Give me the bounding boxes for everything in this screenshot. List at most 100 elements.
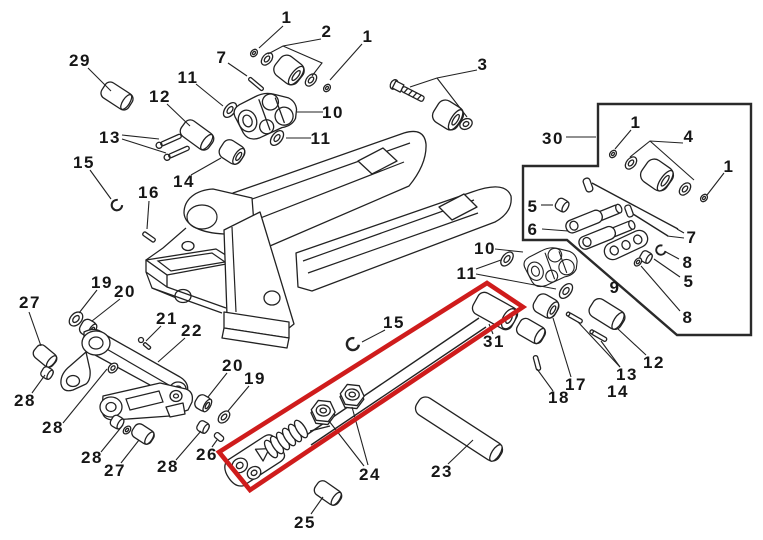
inset-box-30: [521, 102, 753, 337]
part-label-11: 11: [457, 264, 478, 283]
part-label-19: 19: [91, 273, 113, 292]
part-label-25: 25: [294, 513, 316, 532]
leader-line-25: [310, 496, 324, 515]
pin-16: [142, 231, 156, 243]
sleeve-ring-2b: [304, 73, 318, 87]
part-label-13: 13: [99, 128, 121, 147]
pin-21: [137, 336, 152, 350]
part-label-18: 18: [548, 388, 570, 407]
leader-line-13: [577, 321, 621, 368]
leader-line-29: [87, 67, 112, 92]
part-label-7: 7: [687, 228, 698, 247]
steering-rocker-10b: [523, 247, 578, 288]
leader-line-13: [121, 134, 160, 140]
ring-19b: [217, 410, 231, 424]
washer-1b: [322, 83, 332, 93]
part-label-16: 16: [138, 183, 160, 202]
support-pin-14c: [589, 329, 608, 342]
part-label-4: 4: [684, 127, 695, 146]
part-label-1: 1: [282, 8, 293, 27]
part-label-6: 6: [528, 220, 539, 239]
part-label-12: 12: [643, 353, 665, 372]
leader-line-24: [328, 420, 365, 467]
bolt-3: [389, 79, 425, 102]
leader-line-26: [211, 439, 218, 448]
leader-line-6: [541, 228, 569, 232]
pin-26: [213, 431, 225, 443]
part-label-28: 28: [157, 457, 179, 476]
support-pin-13b: [163, 145, 190, 161]
leader-line-12: [166, 103, 191, 127]
sleeve-ring-4b: [678, 182, 692, 196]
steering-roller-4: [639, 158, 675, 192]
part-label-10: 10: [474, 239, 496, 258]
pin-27b: [131, 423, 155, 445]
leader-line-8: [640, 265, 681, 312]
part-label-11: 11: [178, 68, 199, 87]
support-pin-13c: [565, 311, 583, 324]
pin-12b: [588, 297, 626, 331]
part-label-29: 29: [69, 51, 91, 70]
leader-line-3: [436, 77, 468, 118]
part-label-11: 11: [311, 129, 332, 148]
part-label-9: 9: [610, 278, 621, 297]
washer-1c: [608, 149, 618, 159]
retaining-clip-8a: [653, 243, 668, 258]
leader-line-19: [227, 385, 250, 412]
part-label-10: 10: [322, 103, 344, 122]
leader-line-2: [282, 45, 323, 77]
leader-line-13: [600, 340, 621, 368]
bushing-17: [532, 293, 560, 319]
leader-line-2: [267, 38, 322, 55]
part-label-8: 8: [683, 308, 694, 327]
part-label-21: 21: [156, 309, 178, 328]
part-label-31: 31: [483, 332, 505, 351]
bushing-5a: [554, 197, 570, 213]
bushing-20b: [194, 394, 213, 413]
part-label-5: 5: [528, 197, 539, 216]
part-label-28: 28: [14, 391, 36, 410]
hex-nut-24a: [338, 383, 366, 410]
cotter-pin-7a: [247, 76, 265, 92]
nut-3: [459, 117, 473, 131]
leader-line-17: [552, 317, 572, 378]
leader-line-14: [190, 157, 222, 176]
leader-line-27: [28, 311, 42, 347]
link-plate-9: [603, 229, 649, 261]
adjust-rod-7d: [632, 213, 669, 237]
pallet-truck-frame: [145, 130, 512, 349]
leader-line-19: [78, 289, 98, 314]
part-label-3: 3: [478, 55, 489, 74]
spring-coil: [263, 419, 309, 459]
leader-line-20: [91, 298, 121, 322]
leader-line-16: [146, 200, 150, 230]
part-label-24: 24: [359, 465, 381, 484]
bushing-28a: [40, 366, 54, 380]
fork-upper-hole: [357, 147, 398, 175]
leader-line-11: [475, 259, 502, 270]
part-label-22: 22: [181, 321, 203, 340]
adjust-rod-7c: [591, 182, 679, 230]
leader-line-3: [409, 69, 478, 88]
hex-nut-24b: [309, 399, 337, 426]
retaining-clip-15a: [108, 197, 125, 214]
part-label-30: 30: [542, 129, 564, 148]
steering-roller-3: [431, 99, 465, 131]
part-label-1: 1: [724, 157, 735, 176]
leader-line-1: [258, 25, 284, 49]
pin-27a: [32, 344, 58, 368]
bushing-28b: [109, 414, 125, 430]
leader-line-1: [614, 129, 632, 150]
ring-28c: [122, 425, 132, 435]
link-assembly-6: [565, 203, 636, 250]
leader-line-11: [475, 273, 557, 290]
leader-line-1: [706, 172, 725, 196]
leader-line-28: [175, 430, 202, 461]
bushing-28d: [196, 420, 210, 434]
pin-25: [313, 480, 343, 506]
ring-28-lever: [107, 362, 119, 374]
part-label-28: 28: [42, 418, 64, 437]
leader-line-20: [207, 372, 228, 398]
